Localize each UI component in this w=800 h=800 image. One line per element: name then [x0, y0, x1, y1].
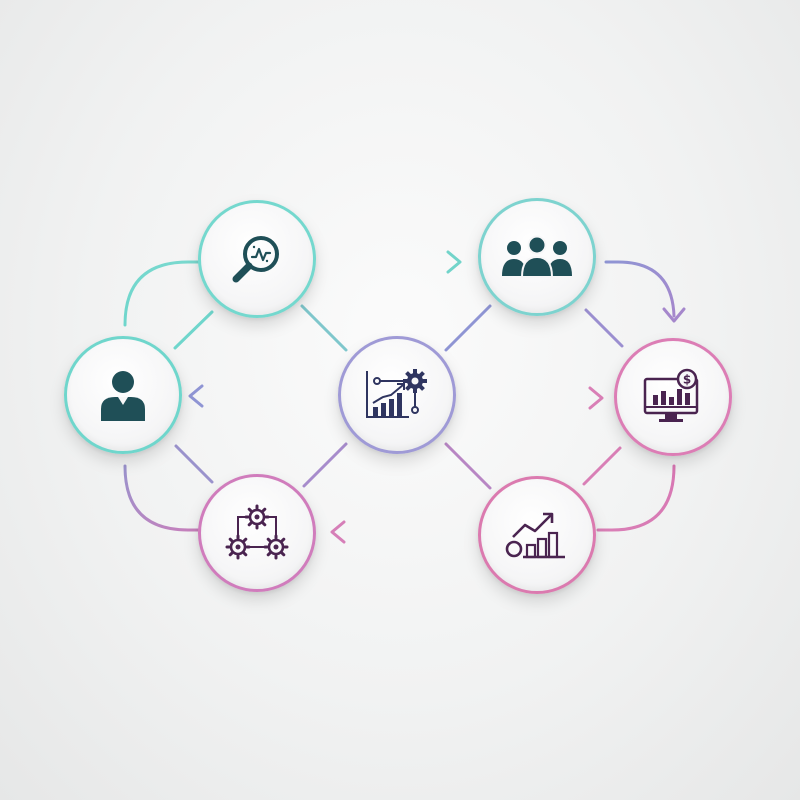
arrowhead-top-right [662, 307, 686, 323]
node-growth[interactable] [478, 476, 596, 594]
chart-gear-icon [366, 369, 427, 418]
monitor-dollar-chart-icon: $ [643, 368, 699, 422]
node-team[interactable] [478, 198, 596, 316]
link-finance-growth [582, 446, 622, 486]
arrowhead-bottom [330, 520, 346, 544]
link-team-finance [584, 308, 624, 348]
link-user-process [174, 444, 214, 484]
gears-network-icon [225, 504, 289, 560]
arrowhead-middle-right [588, 386, 604, 410]
user-icon [101, 371, 145, 421]
svg-text:$: $ [683, 373, 691, 387]
arrowhead-top [446, 250, 462, 274]
link-analysis-center [300, 304, 348, 352]
node-finance[interactable]: $ [614, 338, 732, 456]
magnifier-chart-icon [232, 236, 279, 283]
loop-path-top-left [123, 260, 204, 327]
node-process[interactable] [198, 474, 316, 592]
growth-chart-icon [505, 512, 565, 559]
node-analysis[interactable] [198, 200, 316, 318]
team-group-icon [502, 235, 572, 278]
node-strategy[interactable] [338, 336, 456, 454]
link-center-growth [444, 442, 492, 490]
loop-path-bottom-left [123, 464, 204, 532]
link-center-team [444, 304, 492, 352]
arrowhead-middle-left [188, 384, 204, 408]
loop-path-bottom-right [596, 464, 676, 532]
loop-path-top-right [604, 260, 676, 318]
link-user-analysis [173, 310, 214, 350]
node-user[interactable] [64, 336, 182, 454]
link-center-process [302, 442, 348, 488]
